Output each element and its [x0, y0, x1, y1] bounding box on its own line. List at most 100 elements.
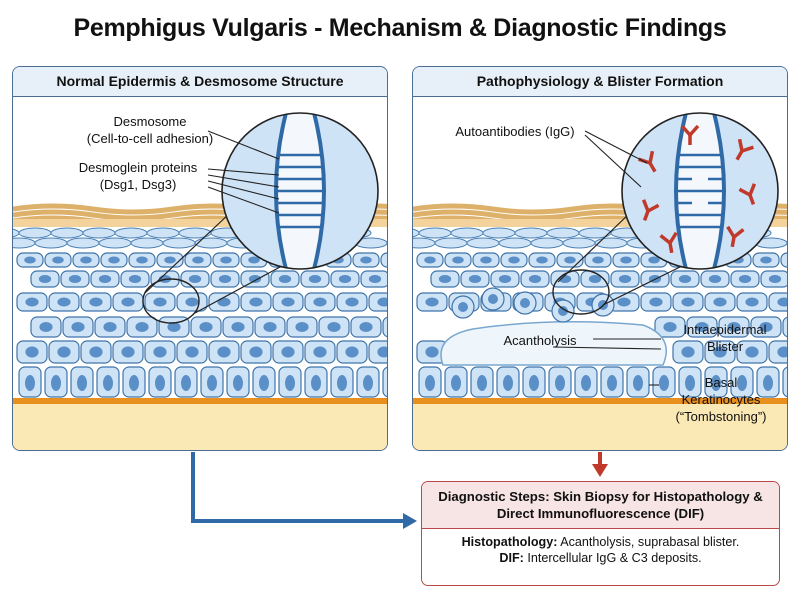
- cell-nucleus: [452, 256, 464, 264]
- basal-nucleus: [529, 375, 539, 391]
- dif-text: Intercellular IgG & C3 deposits.: [523, 551, 702, 565]
- cell-nucleus: [68, 275, 82, 283]
- cell-nucleus: [777, 346, 787, 358]
- cell-nucleus: [89, 297, 103, 307]
- basal-nucleus: [181, 375, 191, 391]
- zoom-connector: [194, 266, 281, 314]
- cell-nucleus: [188, 275, 202, 283]
- basal-nucleus: [581, 375, 591, 391]
- cell-nucleus: [727, 322, 741, 332]
- cell-nucleus: [508, 256, 520, 264]
- acantholytic-nucleus: [458, 302, 468, 312]
- cell-nucleus: [98, 275, 112, 283]
- cell-nucleus: [153, 297, 167, 307]
- label-leader-line: [207, 168, 280, 176]
- basal-nucleus: [425, 375, 435, 391]
- basal-label-line2: Keratinocytes: [681, 392, 761, 407]
- cell-nucleus: [663, 322, 677, 332]
- cell-nucleus: [231, 322, 245, 332]
- label-leader-line: [584, 130, 648, 164]
- basal-nucleus: [763, 375, 773, 391]
- membrane-line: [312, 113, 326, 269]
- cell-nucleus: [308, 275, 322, 283]
- cell-nucleus: [80, 256, 92, 264]
- igg-antibody-icon: [659, 231, 678, 254]
- cell-nucleus: [713, 346, 727, 358]
- normal-epidermis-illustration: [13, 112, 387, 450]
- membrane-line: [674, 113, 688, 269]
- dif-finding: DIF: Intercellular IgG & C3 deposits.: [422, 550, 779, 566]
- spinous-cell: [782, 316, 787, 338]
- cell-nucleus: [345, 346, 359, 358]
- cell-nucleus: [57, 297, 71, 307]
- basement-membrane: [413, 398, 787, 404]
- cell-nucleus: [108, 256, 120, 264]
- spinous-cell: [382, 316, 387, 338]
- histopathology-finding: Histopathology: Acantholysis, suprabasal…: [422, 534, 779, 550]
- cell-nucleus: [424, 256, 436, 264]
- desmoglein-label-line2: (Dsg1, Dsg3): [99, 177, 177, 192]
- cell-nucleus: [620, 256, 632, 264]
- intraepidermal-blister-label: Intraepidermal Blister: [667, 321, 783, 355]
- cell-nucleus: [377, 346, 387, 358]
- basal-nucleus: [285, 375, 295, 391]
- cell-nucleus: [377, 297, 387, 307]
- basal-nucleus: [25, 375, 35, 391]
- cell-nucleus: [649, 297, 663, 307]
- spinous-cell: [380, 252, 387, 268]
- igg-antibody-icon: [735, 138, 754, 161]
- cell-nucleus: [745, 297, 759, 307]
- left-cell-membrane: [622, 113, 686, 269]
- cell-nucleus: [217, 346, 231, 358]
- basal-cell: [382, 366, 387, 398]
- cell-nucleus: [536, 256, 548, 264]
- page-title: Pemphigus Vulgaris - Mechanism & Diagnos…: [73, 14, 727, 42]
- cell-nucleus: [278, 275, 292, 283]
- cell-nucleus: [681, 346, 695, 358]
- cell-nucleus: [128, 275, 142, 283]
- left-cell-membrane: [222, 113, 286, 269]
- cell-nucleus: [480, 256, 492, 264]
- cell-nucleus: [199, 322, 213, 332]
- cell-nucleus: [295, 322, 309, 332]
- stratum-corneum: [13, 219, 387, 227]
- cell-nucleus: [185, 346, 199, 358]
- cell-nucleus: [498, 275, 512, 283]
- cell-nucleus: [777, 297, 787, 307]
- blister-formation-illustration: [413, 112, 787, 450]
- blue-arrowhead-icon: [403, 513, 417, 529]
- basal-nucleus: [259, 375, 269, 391]
- zoom-connector: [602, 266, 681, 306]
- basal-nucleus: [555, 375, 565, 391]
- cell-nucleus: [24, 256, 36, 264]
- cell-nucleus: [249, 297, 263, 307]
- acantholytic-nucleus: [488, 294, 498, 304]
- basal-nucleus: [363, 375, 373, 391]
- cell-nucleus: [103, 322, 117, 332]
- cell-nucleus: [359, 322, 373, 332]
- pathophysiology-heading: Pathophysiology & Blister Formation: [413, 67, 787, 97]
- cell-nucleus: [281, 346, 295, 358]
- blue-flow-arrow-line: [191, 452, 404, 523]
- dermis: [13, 404, 387, 450]
- cell-nucleus: [368, 275, 382, 283]
- cell-nucleus: [708, 275, 722, 283]
- basal-nucleus: [477, 375, 487, 391]
- cell-nucleus: [768, 275, 782, 283]
- normal-epidermis-heading: Normal Epidermis & Desmosome Structure: [13, 67, 387, 97]
- label-leader-line: [584, 134, 642, 188]
- cell-nucleus: [25, 297, 39, 307]
- cell-nucleus: [136, 256, 148, 264]
- basal-nucleus: [155, 375, 165, 391]
- stratum-corneum: [413, 219, 787, 227]
- cell-nucleus: [89, 346, 103, 358]
- cell-nucleus: [185, 297, 199, 307]
- label-leader-line: [207, 180, 280, 200]
- cell-nucleus: [39, 322, 53, 332]
- zoom-circle: [221, 112, 379, 270]
- cell-nucleus: [25, 346, 39, 358]
- basal-cell: [782, 366, 787, 398]
- label-leader-line: [552, 346, 662, 350]
- zoom-source-circle: [142, 278, 200, 324]
